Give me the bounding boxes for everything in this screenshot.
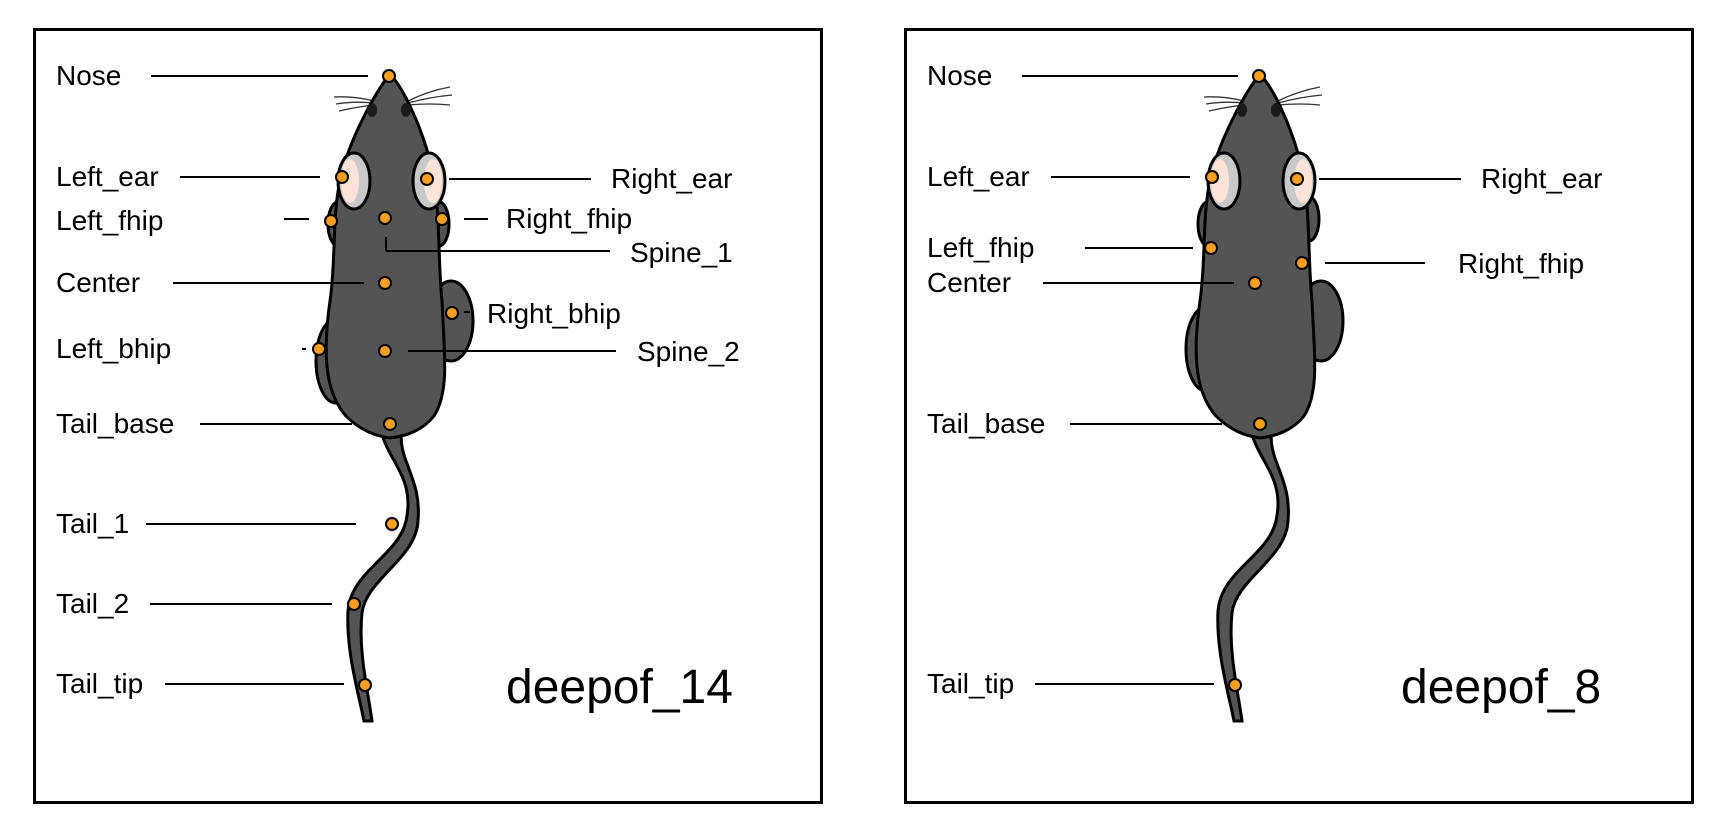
keypoint-spine-2 xyxy=(378,344,392,358)
keypoints xyxy=(1204,69,1309,692)
label-tail-1: Tail_1 xyxy=(56,508,130,539)
label-tail-tip: Tail_tip xyxy=(927,668,1015,699)
label-right-fhip: Right_fhip xyxy=(506,203,633,234)
left-ear-shape xyxy=(336,151,372,211)
label-left-ear: Left_ear xyxy=(56,161,159,192)
keypoint-left-bhip xyxy=(312,342,326,356)
keypoint-tail-tip xyxy=(1228,678,1242,692)
mouse-body xyxy=(1194,71,1317,440)
keypoint-tail-tip xyxy=(358,678,372,692)
mouse-tail xyxy=(346,424,420,723)
label-nose: Nose xyxy=(56,60,122,91)
keypoint-center xyxy=(1248,276,1262,290)
keypoint-center xyxy=(378,276,392,290)
panel-title: deepof_8 xyxy=(1401,661,1602,714)
keypoints xyxy=(312,69,459,692)
left-eye xyxy=(367,103,377,117)
keypoint-nose xyxy=(382,69,396,83)
keypoint-right-fhip xyxy=(435,212,449,226)
label-tail-base: Tail_base xyxy=(927,408,1046,439)
mouse-diagram-deepof-8 xyxy=(1022,69,1461,723)
label-right-bhip: Right_bhip xyxy=(487,298,621,329)
keypoint-left-fhip xyxy=(324,214,338,228)
label-tail-tip: Tail_tip xyxy=(56,668,144,699)
label-right-fhip: Right_fhip xyxy=(1458,248,1585,279)
left-ear-shape xyxy=(1206,151,1242,211)
keypoint-right-ear xyxy=(1290,172,1304,186)
keypoint-tail-1 xyxy=(385,517,399,531)
left-eye xyxy=(1237,103,1247,117)
label-center: Center xyxy=(56,267,141,298)
label-left-bhip: Left_bhip xyxy=(56,333,172,364)
label-right-ear: Right_ear xyxy=(611,163,733,194)
label-tail-2: Tail_2 xyxy=(56,588,130,619)
keypoint-right-ear xyxy=(420,172,434,186)
right-eye xyxy=(1271,103,1281,117)
label-left-fhip: Left_fhip xyxy=(927,232,1035,263)
label-center: Center xyxy=(927,267,1012,298)
keypoint-right-fhip xyxy=(1295,256,1309,270)
keypoint-tail-2 xyxy=(347,597,361,611)
keypoint-spine-1 xyxy=(378,211,392,225)
label-nose: Nose xyxy=(927,60,993,91)
keypoint-left-ear xyxy=(1205,170,1219,184)
label-left-ear: Left_ear xyxy=(927,161,1030,192)
mouse-body xyxy=(324,71,447,440)
leader-lines xyxy=(146,75,616,685)
label-spine-2: Spine_2 xyxy=(637,336,740,367)
keypoint-left-fhip xyxy=(1204,241,1218,255)
label-right-ear: Right_ear xyxy=(1481,163,1603,194)
label-left-fhip: Left_fhip xyxy=(56,205,164,236)
label-tail-base: Tail_base xyxy=(56,408,175,439)
whiskers xyxy=(1203,86,1323,112)
panel-title: deepof_14 xyxy=(506,661,733,714)
keypoint-tail-base xyxy=(383,417,397,431)
right-eye xyxy=(401,103,411,117)
mouse-diagram-deepof-14 xyxy=(146,69,616,723)
panel-deepof-8: Nose Left_ear Right_ear Left_fhip Right_… xyxy=(904,28,1694,804)
keypoint-tail-base xyxy=(1253,417,1267,431)
keypoint-nose xyxy=(1252,69,1266,83)
keypoint-right-bhip xyxy=(445,306,459,320)
keypoint-left-ear xyxy=(335,170,349,184)
leader-lines xyxy=(1022,75,1461,685)
label-spine-1: Spine_1 xyxy=(630,237,733,268)
panel-deepof-14: Nose Left_ear Right_ear Left_fhip Right_… xyxy=(33,28,823,804)
mouse-tail xyxy=(1216,424,1290,723)
